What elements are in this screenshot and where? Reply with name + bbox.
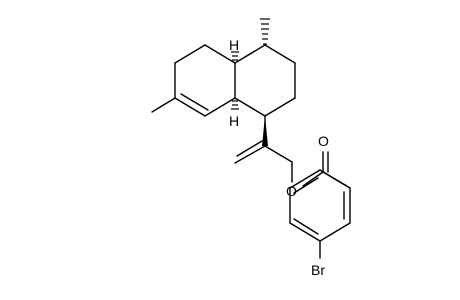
- h-atom-label: H: [229, 37, 239, 53]
- oxygen-label: O: [286, 183, 297, 199]
- h-atom-label: H: [229, 113, 239, 129]
- stereo-h-top: H: [229, 37, 239, 61]
- ester-group: O O: [286, 133, 351, 199]
- bromine-substituent: Br: [311, 240, 325, 278]
- stereo-h-bottom: H: [229, 100, 239, 129]
- alkene-side-chain: [234, 115, 293, 164]
- bromine-label: Br: [311, 262, 325, 278]
- oxygen-label: O: [318, 133, 329, 149]
- benzene-ring: [289, 169, 351, 242]
- methyl-hashed-wedge: [260, 18, 270, 45]
- ring-cyclohexene: [151, 44, 236, 117]
- ring-cyclohexane: [234, 44, 296, 117]
